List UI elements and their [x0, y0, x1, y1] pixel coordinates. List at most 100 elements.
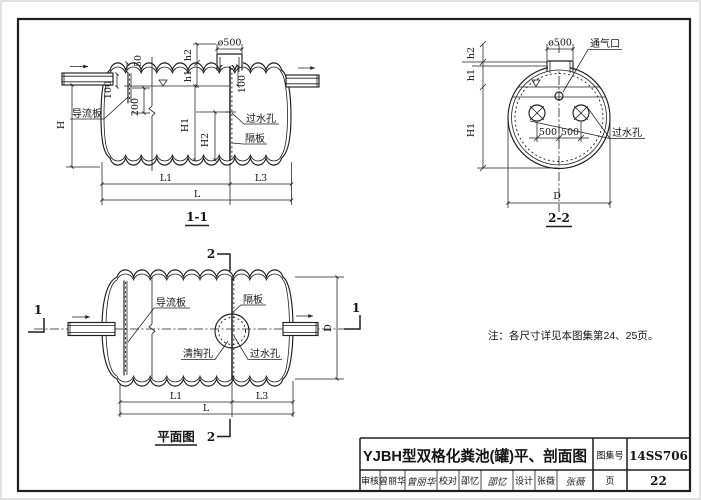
- view-title-text-2-2: 2-2: [548, 211, 570, 225]
- dim-label-h2-2-2: h2: [466, 47, 477, 59]
- label-guide-plate-plan: 导流板: [127, 296, 190, 343]
- guide-plate-text-1-1: 导流板: [72, 107, 102, 120]
- guide-plate-1-1: [127, 72, 132, 104]
- view-title-text-plan: 平面图: [157, 430, 195, 444]
- vent-hole-2-2: [554, 91, 564, 101]
- designer-name: 张薇: [537, 475, 555, 486]
- dim-500-500-2-2: 500 500: [529, 122, 589, 142]
- inlet-pipe-1-1: [61, 72, 114, 86]
- checker-name: 邵忆: [461, 475, 479, 486]
- label-water-hole-plan: 过水孔: [233, 335, 282, 360]
- atlas-no-label: 图集号: [596, 450, 623, 461]
- dim-label-H1-1-1: H1: [180, 118, 191, 132]
- water-hole-text-plan: 过水孔: [250, 347, 280, 360]
- partition-text-plan: 隔板: [243, 293, 263, 306]
- break-line-plan: [148, 277, 156, 379]
- title-block-cell-lines: [379, 470, 558, 491]
- plan-view: 导流板 隔板 清掏孔 过水孔 D L1 L3 L: [28, 247, 361, 446]
- reviewer-name: 曾丽华: [379, 475, 406, 486]
- dim-label-L-plan: L: [203, 403, 210, 414]
- label-cleanout-plan: 清掏孔: [181, 340, 229, 360]
- water-level-2-2: [512, 79, 606, 98]
- drawing-title: YJBH型双格化粪池(罐)平、剖面图: [363, 447, 587, 465]
- section-marker-2-bottom: 2: [207, 419, 231, 444]
- guide-plate-text-plan: 导流板: [156, 296, 186, 309]
- view-title-2-2: 2-2: [546, 211, 572, 228]
- break-line-1-1: [148, 57, 156, 171]
- sheet-note: 注：各尺寸详见本图集第24、25页。: [488, 329, 658, 342]
- reviewer-signature: 曾丽华: [407, 476, 437, 488]
- dim-label-500-right: 500: [561, 127, 579, 138]
- dim-label-H1-2-2: H1: [466, 123, 477, 137]
- inlet-pipe-plan: [67, 321, 116, 337]
- page-label: 页: [605, 476, 614, 486]
- water-level-1-1: [124, 79, 229, 87]
- dim-label-H2: H2: [200, 133, 211, 147]
- marker-2-top-text: 2: [207, 247, 215, 261]
- manhole-neck-2-2: [546, 55, 574, 73]
- marker-1-right-text: 1: [352, 301, 360, 315]
- title-block: YJBH型双格化粪池(罐)平、剖面图 图集号 14SS706 审核 曾丽华 曾丽…: [359, 437, 690, 491]
- view-title-1-1: 1-1: [185, 210, 209, 227]
- sheet-border-frame: [16, 17, 692, 493]
- partition-plate-1-1: [225, 66, 236, 161]
- dim-manhole-1-1: ø500: [215, 38, 244, 53]
- title-block-major-lines: [359, 437, 690, 491]
- tank-shell-plan: [101, 269, 294, 387]
- marker-2-bottom-text: 2: [207, 430, 215, 444]
- cleanout-text-plan: 清掏孔: [183, 347, 213, 360]
- dim-label-100-left: 100: [103, 81, 114, 99]
- dim-H-1-1: H: [56, 83, 100, 169]
- dim-D-plan: D: [295, 275, 344, 381]
- dim-H2-1-1: H2: [196, 110, 229, 162]
- dim-200-1-1: 200: [130, 86, 150, 116]
- dim-manhole-2-2: ø500: [545, 38, 575, 60]
- ground-line-2-2: [462, 61, 547, 67]
- dim-L-group-plan: L1 L3 L: [118, 379, 295, 417]
- dim-label-L1-1-1: L1: [160, 173, 172, 184]
- marker-1-left-text: 1: [34, 303, 42, 317]
- label-partition-1-1: 隔板: [231, 132, 267, 145]
- dim-h1-h2-1-1: h2 h1: [183, 42, 216, 88]
- page-number: 22: [650, 474, 667, 488]
- partition-plate-plan: [231, 277, 235, 379]
- cleanout-hole-plan: [214, 313, 250, 349]
- section-marker-2-top: 2: [207, 247, 231, 271]
- atlas-no-value: 14SS706: [629, 449, 688, 463]
- dim-label-L1-plan: L1: [170, 391, 182, 402]
- dim-D-2-2: D: [506, 120, 612, 208]
- section-1-1-view: ø500 h2 h1 50 100 200 100 H: [56, 38, 320, 227]
- checker-label: 校对: [439, 475, 457, 486]
- dim-label-200: 200: [130, 98, 141, 116]
- section-marker-1-right: 1: [344, 301, 361, 330]
- water-holes-2-2: [528, 104, 590, 122]
- label-partition-plan: 隔板: [232, 293, 266, 313]
- dim-label-L-1-1: L: [194, 189, 201, 200]
- dim-L-group-1-1: L1 L3 L: [100, 162, 294, 205]
- dim-100-left-1-1: 100: [103, 72, 119, 99]
- dim-label-h1-1-1: h1: [183, 70, 194, 82]
- guide-plate-plan: [123, 280, 128, 376]
- dim-heights-2-2: h2 h1 H1: [466, 40, 558, 172]
- dim-label-h2-1-1: h2: [183, 49, 194, 61]
- label-guide-plate-1-1: 导流板: [70, 96, 129, 120]
- dim-H1-1-1: H1: [180, 84, 197, 162]
- dim-label-L3-1-1: L3: [255, 173, 267, 184]
- dim-label-manhole-2-2: ø500: [548, 38, 572, 49]
- outlet-pipe-plan: [282, 321, 319, 337]
- section-marker-1-left: 1: [28, 303, 45, 333]
- vent-text-2-2: 通气口: [590, 37, 620, 50]
- checker-signature: 邵忆: [487, 477, 508, 488]
- label-vent-2-2: 通气口: [562, 37, 622, 93]
- dim-label-H: H: [56, 121, 67, 129]
- dim-50-1-1: 50: [125, 55, 144, 74]
- dim-label-L3-plan: L3: [256, 391, 268, 402]
- designer-label: 设计: [515, 475, 533, 486]
- dim-label-50: 50: [133, 55, 144, 67]
- dim-label-D-plan: D: [323, 324, 334, 332]
- view-title-text-1-1: 1-1: [186, 210, 208, 224]
- dim-label-500-left: 500: [539, 127, 557, 138]
- partition-text-1-1: 隔板: [245, 132, 265, 145]
